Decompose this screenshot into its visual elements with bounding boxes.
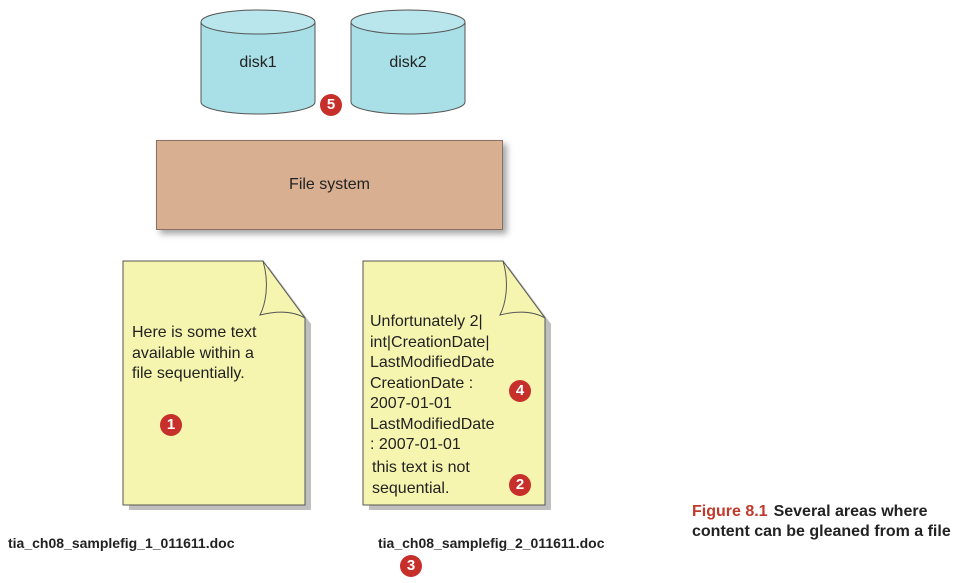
- text-line: LastModifiedDate: [370, 354, 495, 371]
- document-1-text: Here is some text available within a fil…: [132, 323, 302, 385]
- callout-badge-5: 5: [320, 94, 342, 116]
- callout-badge-1: 1: [160, 414, 182, 436]
- disk1-cylinder: disk1: [199, 8, 317, 118]
- callout-badge-3: 3: [400, 555, 422, 577]
- text-line: sequential.: [372, 479, 450, 497]
- figure-caption-text: Several areas where content can be glean…: [692, 503, 951, 540]
- file-system-box: File system: [156, 140, 503, 230]
- disk2-label: disk2: [389, 54, 427, 71]
- text-line: Unfortunately 2|: [370, 313, 483, 330]
- disk1-label: disk1: [239, 54, 277, 71]
- file-system-label: File system: [289, 176, 370, 193]
- text-line: file sequentially.: [132, 365, 245, 382]
- callout-badge-4: 4: [509, 380, 531, 402]
- text-line: int|CreationDate|: [370, 333, 490, 351]
- text-line: CreationDate :: [370, 374, 474, 392]
- text-line: available within a: [132, 344, 254, 362]
- document-2-text: Unfortunately 2| int|CreationDate| LastM…: [370, 312, 550, 456]
- document-2-tail-text: this text is not sequential.: [372, 458, 522, 499]
- text-line: this text is not: [372, 459, 470, 476]
- text-line: Here is some text: [132, 324, 257, 341]
- text-line: : 2007-01-01: [370, 436, 461, 453]
- document-1-filename: tia_ch08_samplefig_1_011611.doc: [8, 535, 235, 551]
- callout-badge-2: 2: [509, 474, 531, 496]
- text-line: 2007-01-01: [370, 395, 452, 412]
- document-2-filename: tia_ch08_samplefig_2_011611.doc: [378, 535, 605, 551]
- disk2-cylinder: disk2: [349, 8, 467, 118]
- text-line: LastModifiedDate: [370, 415, 495, 433]
- document-2: Unfortunately 2| int|CreationDate| LastM…: [360, 260, 560, 510]
- document-1: Here is some text available within a fil…: [120, 260, 320, 510]
- figure-number: Figure 8.1: [692, 503, 768, 520]
